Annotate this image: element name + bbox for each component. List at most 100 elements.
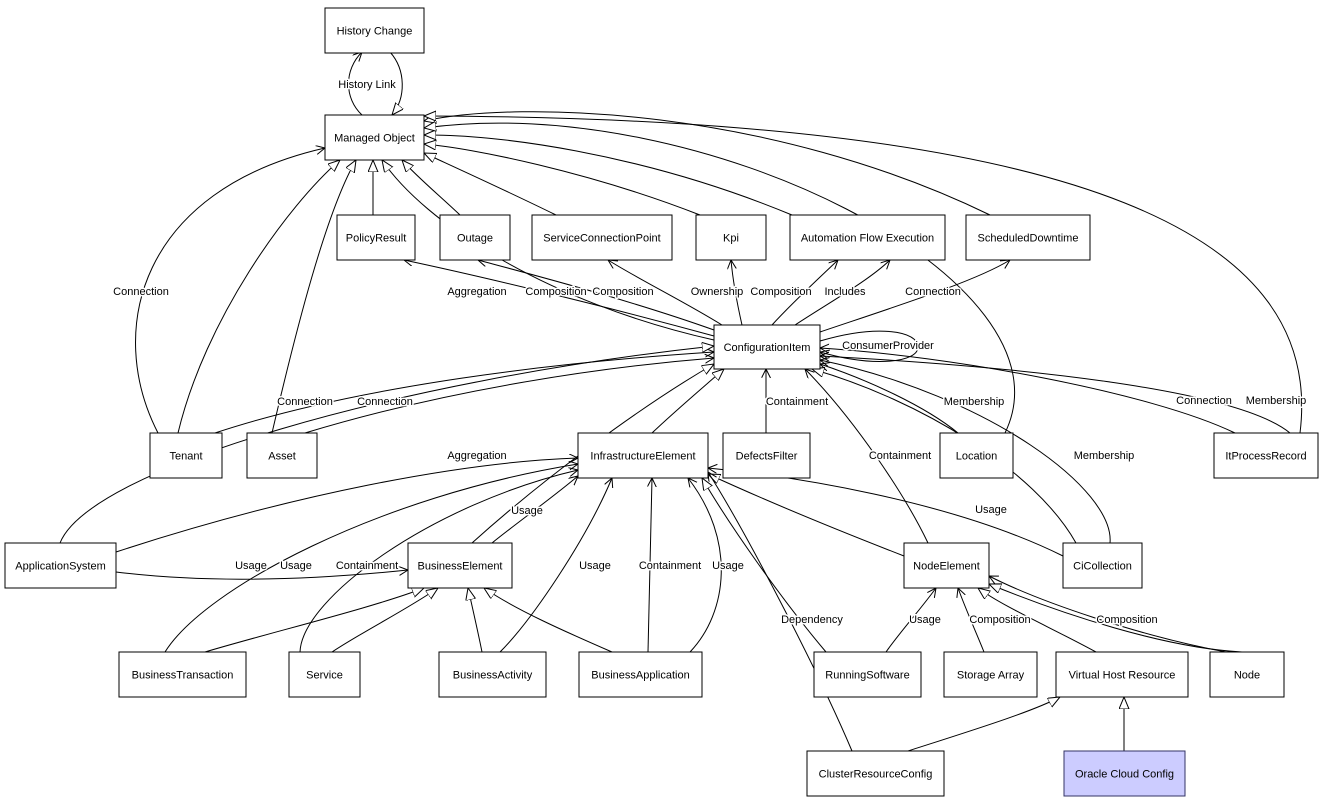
edge-label-e13: Connection bbox=[277, 396, 333, 408]
node-label-application-system: ApplicationSystem bbox=[15, 561, 106, 573]
edge-application-system--configuration-item-generalization bbox=[59, 346, 714, 544]
node-box-infrastructure-element[interactable] bbox=[577, 432, 709, 479]
node-box-service-connection-point[interactable] bbox=[531, 214, 673, 261]
node-box-business-application[interactable] bbox=[578, 651, 703, 698]
node-oracle-cloud-config[interactable]: Oracle Cloud Config bbox=[1063, 750, 1186, 797]
node-box-asset[interactable] bbox=[246, 432, 318, 479]
edge-configuration-item--automation-flow-execution-composition bbox=[771, 260, 838, 326]
node-box-node-element[interactable] bbox=[903, 542, 990, 589]
node-box-history-change[interactable] bbox=[324, 7, 425, 54]
edge-label-e19: Composition bbox=[750, 286, 811, 298]
edge-business-activity--infrastructure-element-usage bbox=[499, 478, 612, 653]
edge-configuration-item--configuration-item-consumerprovider bbox=[820, 330, 919, 362]
node-label-tenant: Tenant bbox=[169, 451, 202, 463]
node-box-business-transaction[interactable] bbox=[118, 651, 247, 698]
edge-label-e23: Membership bbox=[944, 396, 1005, 408]
node-asset[interactable]: Asset bbox=[246, 432, 318, 479]
edge-configuration-item--automation-flow-execution-includes bbox=[794, 260, 890, 326]
node-business-transaction[interactable]: BusinessTransaction bbox=[118, 651, 247, 698]
edge-service-connection-point--managed-object-generalization bbox=[424, 153, 557, 216]
node-label-defects-filter: DefectsFilter bbox=[736, 451, 798, 463]
node-box-defects-filter[interactable] bbox=[722, 432, 811, 479]
edge-it-process-record--managed-object-generalization bbox=[424, 116, 1303, 434]
edge-asset--configuration-item-connection bbox=[304, 358, 714, 434]
node-box-storage-array[interactable] bbox=[943, 651, 1038, 698]
node-node-element[interactable]: NodeElement bbox=[903, 542, 990, 589]
node-label-business-activity: BusinessActivity bbox=[453, 670, 533, 682]
node-outage[interactable]: Outage bbox=[439, 214, 511, 261]
node-box-outage[interactable] bbox=[439, 214, 511, 261]
edge-node--node-element-generalization bbox=[989, 584, 1243, 653]
node-box-managed-object[interactable] bbox=[324, 114, 425, 161]
node-it-process-record[interactable]: ItProcessRecord bbox=[1213, 432, 1319, 479]
edge-label-e14: Connection bbox=[357, 396, 413, 408]
edge-tenant--managed-object-connection bbox=[135, 148, 325, 434]
node-ci-collection[interactable]: CiCollection bbox=[1062, 542, 1143, 589]
edge-label-e44: Usage bbox=[909, 614, 941, 626]
node-node[interactable]: Node bbox=[1209, 651, 1285, 698]
node-tenant[interactable]: Tenant bbox=[149, 432, 223, 479]
edge-storage-array--node-element-composition bbox=[958, 588, 985, 653]
node-policy-result[interactable]: PolicyResult bbox=[336, 214, 416, 261]
edge-managed-object--history-change-history link bbox=[348, 52, 363, 116]
node-box-oracle-cloud-config[interactable] bbox=[1063, 750, 1186, 797]
node-box-kpi[interactable] bbox=[695, 214, 767, 261]
node-running-software[interactable]: RunningSoftware bbox=[813, 651, 922, 698]
node-application-system[interactable]: ApplicationSystem bbox=[4, 542, 117, 589]
node-box-policy-result[interactable] bbox=[336, 214, 416, 261]
edge-configuration-item--outage-composition bbox=[478, 260, 715, 331]
node-configuration-item[interactable]: ConfigurationItem bbox=[713, 324, 821, 370]
node-box-application-system[interactable] bbox=[4, 542, 117, 589]
node-box-node[interactable] bbox=[1209, 651, 1285, 698]
node-business-activity[interactable]: BusinessActivity bbox=[438, 651, 547, 698]
edge-configuration-item--policy-result-aggregation bbox=[404, 260, 715, 337]
edge-service--infrastructure-element-usage bbox=[299, 470, 578, 653]
node-history-change[interactable]: History Change bbox=[324, 7, 425, 54]
edge-business-element--infrastructure-element-usage bbox=[491, 476, 578, 544]
edge-business-application--infrastructure-element-containment bbox=[648, 478, 652, 653]
node-managed-object[interactable]: Managed Object bbox=[324, 114, 425, 161]
node-label-outage: Outage bbox=[457, 233, 493, 245]
edge-running-software--infrastructure-element-generalization bbox=[702, 478, 827, 653]
node-box-business-element[interactable] bbox=[407, 542, 513, 589]
node-box-configuration-item[interactable] bbox=[713, 324, 821, 370]
node-box-automation-flow-execution[interactable] bbox=[789, 214, 946, 261]
node-box-tenant[interactable] bbox=[149, 432, 223, 479]
node-cluster-resource-config[interactable]: ClusterResourceConfig bbox=[806, 750, 945, 797]
node-business-application[interactable]: BusinessApplication bbox=[578, 651, 703, 698]
node-automation-flow-execution[interactable]: Automation Flow Execution bbox=[789, 214, 946, 261]
node-infrastructure-element[interactable]: InfrastructureElement bbox=[577, 432, 709, 479]
node-box-ci-collection[interactable] bbox=[1062, 542, 1143, 589]
edge-application-system--business-element-containment bbox=[115, 570, 408, 580]
node-label-node-element: NodeElement bbox=[913, 561, 980, 573]
node-box-location[interactable] bbox=[939, 432, 1014, 479]
node-defects-filter[interactable]: DefectsFilter bbox=[722, 432, 811, 479]
node-box-scheduled-downtime[interactable] bbox=[965, 214, 1091, 261]
edge-cluster-resource-config--infrastructure-element-dependency bbox=[708, 472, 853, 752]
node-storage-array[interactable]: Storage Array bbox=[943, 651, 1038, 698]
node-label-history-change: History Change bbox=[337, 26, 413, 38]
edge-configuration-item--kpi-ownership bbox=[731, 260, 743, 326]
node-box-virtual-host-resource[interactable] bbox=[1055, 651, 1189, 698]
node-box-cluster-resource-config[interactable] bbox=[806, 750, 945, 797]
node-label-service: Service bbox=[306, 670, 343, 682]
node-service[interactable]: Service bbox=[288, 651, 361, 698]
node-label-policy-result: PolicyResult bbox=[346, 233, 407, 245]
node-box-it-process-record[interactable] bbox=[1213, 432, 1319, 479]
node-label-infrastructure-element: InfrastructureElement bbox=[590, 451, 695, 463]
node-virtual-host-resource[interactable]: Virtual Host Resource bbox=[1055, 651, 1189, 698]
node-box-running-software[interactable] bbox=[813, 651, 922, 698]
node-box-business-activity[interactable] bbox=[438, 651, 547, 698]
edge-node-element--configuration-item-containment bbox=[805, 369, 929, 544]
node-service-connection-point[interactable]: ServiceConnectionPoint bbox=[531, 214, 673, 261]
edge-label-e51: Dependency bbox=[781, 614, 843, 626]
node-location[interactable]: Location bbox=[939, 432, 1014, 479]
edge-label-e33: Usage bbox=[280, 560, 312, 572]
node-kpi[interactable]: Kpi bbox=[695, 214, 767, 261]
edge-label-e42: Containment bbox=[869, 450, 931, 462]
edge-location--managed-object-generalization bbox=[424, 123, 1015, 434]
node-box-service[interactable] bbox=[288, 651, 361, 698]
node-business-element[interactable]: BusinessElement bbox=[407, 542, 513, 589]
node-scheduled-downtime[interactable]: ScheduledDowntime bbox=[965, 214, 1091, 261]
